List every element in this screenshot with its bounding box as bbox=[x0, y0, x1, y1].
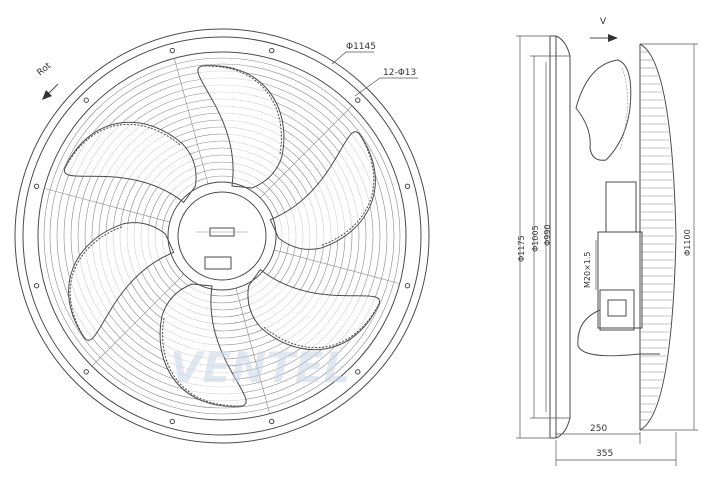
outer-ring-outer bbox=[14, 28, 430, 444]
mounting-hole bbox=[404, 282, 411, 289]
guard-outer bbox=[639, 43, 677, 431]
fan-blade bbox=[269, 131, 376, 250]
mounting-hole bbox=[169, 47, 176, 54]
mounting-hole bbox=[404, 183, 411, 190]
dim-1175-label: Φ1175 bbox=[517, 235, 526, 262]
blade-serration bbox=[619, 67, 628, 151]
airflow-arrow-icon bbox=[608, 34, 618, 42]
dim-990-label: Φ990 bbox=[543, 224, 552, 246]
mounting-hole bbox=[268, 418, 275, 425]
mounting-hole bbox=[33, 183, 40, 190]
cable-gland bbox=[607, 299, 627, 317]
mounting-hole bbox=[83, 369, 89, 375]
motor-body bbox=[597, 231, 643, 329]
grill-spoke bbox=[44, 188, 170, 223]
fan-blade bbox=[197, 65, 285, 189]
grill-ring bbox=[49, 63, 395, 409]
depth-355-label: 355 bbox=[596, 449, 613, 459]
shroud-inner-ring bbox=[43, 57, 401, 415]
cable bbox=[577, 309, 660, 357]
mounting-hole bbox=[268, 47, 275, 54]
terminal-box bbox=[599, 289, 635, 331]
outer-diameter-label: Φ1145 bbox=[346, 42, 376, 52]
fan-blade bbox=[68, 222, 175, 341]
depth-250-label: 250 bbox=[590, 424, 607, 434]
blade-outline bbox=[197, 65, 285, 189]
watermark-logo: VENTEL bbox=[170, 343, 350, 392]
shroud-ring bbox=[37, 51, 407, 421]
grill-spoke bbox=[235, 288, 270, 414]
side-view: V M20×1.5 Φ1175 Φ1005 Φ990 bbox=[516, 17, 698, 466]
mounting-hole bbox=[169, 418, 176, 425]
diameter-1145-leader bbox=[331, 51, 347, 65]
side-guard-wires bbox=[640, 51, 674, 421]
hub-nameplate bbox=[204, 256, 232, 270]
fan-blade bbox=[64, 121, 197, 204]
connection-label: M20×1.5 bbox=[583, 251, 592, 288]
blade-profile bbox=[575, 59, 632, 161]
mounting-hole bbox=[355, 97, 361, 103]
blade-outline bbox=[159, 283, 247, 407]
mounting-hole bbox=[83, 97, 89, 103]
airflow-label: V bbox=[600, 17, 607, 27]
mounting-holes-label: 12-Φ13 bbox=[383, 68, 416, 78]
dim-1100-label: Φ1100 bbox=[683, 229, 692, 256]
outer-ring-mid bbox=[22, 36, 422, 436]
grill-spoke bbox=[274, 249, 400, 284]
motor-housing bbox=[605, 181, 637, 233]
guard-grill-spokes bbox=[44, 58, 400, 414]
fan-blades bbox=[64, 65, 380, 407]
dim-1005-label: Φ1005 bbox=[531, 225, 540, 252]
shroud-profile bbox=[555, 35, 571, 439]
holes-leader bbox=[354, 77, 381, 97]
mounting-holes bbox=[33, 47, 411, 425]
rotation-arrow-icon bbox=[42, 90, 52, 100]
grill-spoke bbox=[91, 273, 185, 367]
blade-outline bbox=[247, 268, 380, 351]
grill-spoke bbox=[259, 105, 353, 199]
grill-spoke bbox=[174, 58, 209, 184]
mounting-hole bbox=[33, 282, 40, 289]
blade-outline bbox=[269, 131, 376, 250]
rotation-label: Rot bbox=[36, 61, 54, 79]
blade-outline bbox=[68, 222, 175, 341]
hub-plate bbox=[167, 181, 277, 291]
mounting-hole bbox=[355, 369, 361, 375]
front-view: Rot Φ1145 12-Φ13 bbox=[14, 28, 430, 444]
fan-blade bbox=[247, 268, 380, 351]
fan-blade bbox=[159, 283, 247, 407]
blade-outline bbox=[64, 121, 197, 204]
